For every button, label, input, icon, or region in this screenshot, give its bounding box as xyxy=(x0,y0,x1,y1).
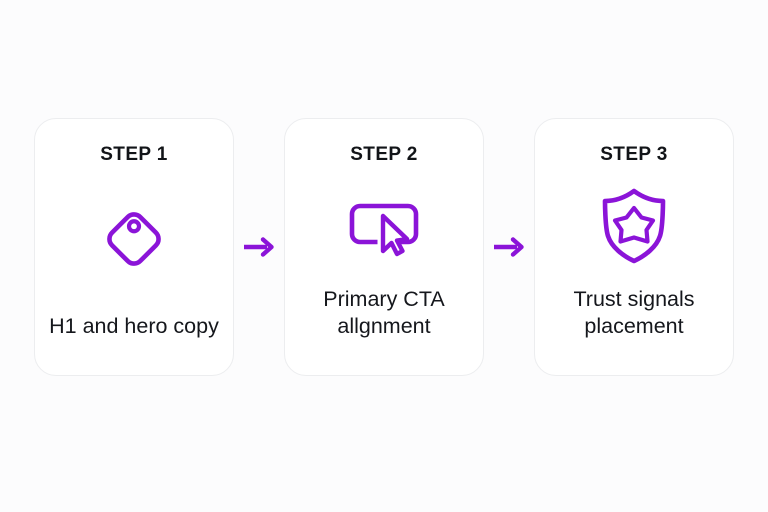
connector-2 xyxy=(484,118,534,376)
arrow-right-icon xyxy=(244,237,274,257)
connector-1 xyxy=(234,118,284,376)
step-heading-2: STEP 2 xyxy=(350,144,418,165)
step-label-1: H1 and hero copy xyxy=(49,314,219,339)
step-heading-3: STEP 3 xyxy=(600,144,668,165)
shield-star-icon xyxy=(549,164,719,286)
step-card-3[interactable]: STEP 3 Trust signals placement xyxy=(534,118,734,376)
step-card-1[interactable]: STEP 1 H1 and hero copy xyxy=(34,118,234,376)
step-label-3: Trust signals placement xyxy=(573,286,695,339)
step-card-2[interactable]: STEP 2 Primary CTA allgnment xyxy=(284,118,484,376)
step-heading-1: STEP 1 xyxy=(100,144,168,165)
cursor-click-button-icon xyxy=(299,164,469,286)
tag-icon xyxy=(49,164,219,313)
step-flow-row: STEP 1 H1 and hero copy STEP 2 xyxy=(0,118,768,376)
arrow-right-icon xyxy=(494,237,524,257)
step-label-2: Primary CTA allgnment xyxy=(323,286,445,339)
